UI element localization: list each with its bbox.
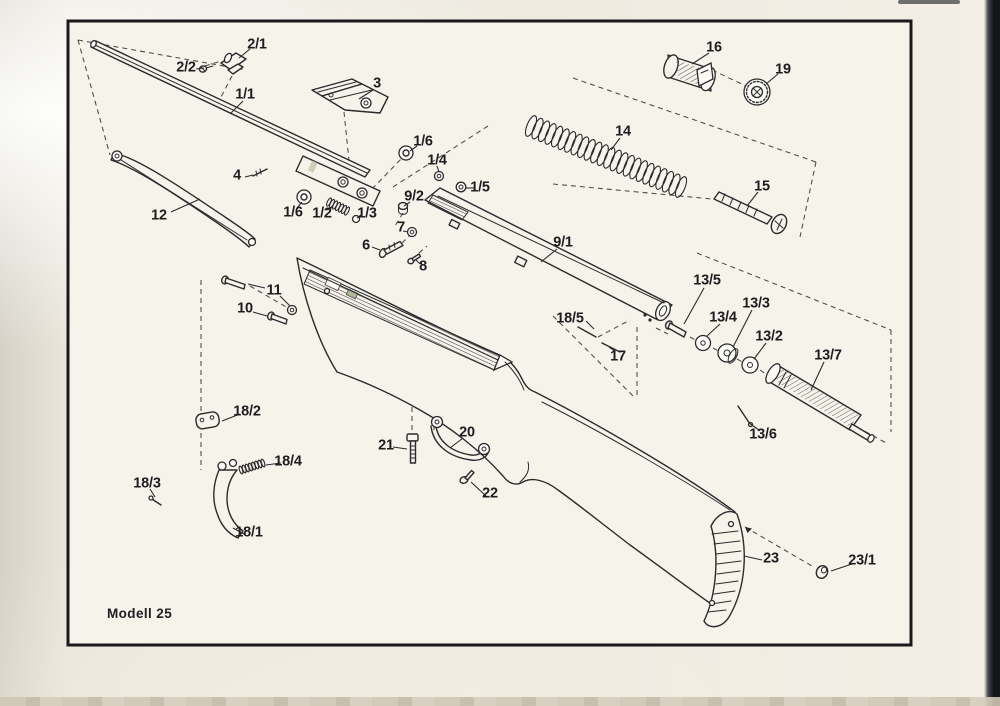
- scan-shadow-right: [984, 0, 1000, 706]
- barrel-drawing: [90, 39, 381, 207]
- butt-plate-drawing: [703, 510, 829, 628]
- end-cap-drawing: [663, 54, 771, 106]
- cylinder-drawing: [424, 187, 673, 322]
- spring-1-2: [325, 197, 351, 216]
- mainspring-drawing: [524, 115, 688, 198]
- screw-15-drawing: [713, 191, 788, 235]
- trigger-spring: [238, 458, 266, 475]
- small-parts-drawing: [296, 145, 467, 265]
- trigger-group-drawing: [148, 275, 298, 539]
- trigger-guard-drawing: [406, 415, 491, 485]
- scan-strip-bottom: [0, 697, 1000, 706]
- leader-lines: [149, 48, 853, 572]
- diagram-frame: [66, 19, 913, 647]
- piston-group-drawing: [664, 320, 875, 443]
- pin-4-drawing: [252, 168, 268, 177]
- pins-drawing: [577, 326, 621, 353]
- model-caption: Modell 25: [107, 606, 173, 621]
- cocking-lever-drawing: [110, 150, 257, 248]
- scan-artifact-top: [898, 0, 960, 4]
